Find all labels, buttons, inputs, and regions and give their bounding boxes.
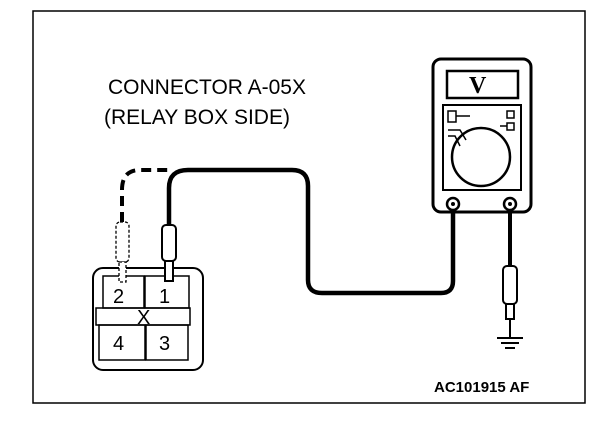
voltmeter-dial	[450, 126, 512, 188]
voltmeter-face	[442, 104, 522, 191]
dashed-probe-pin-2	[115, 168, 170, 283]
pin-label-2: 2	[113, 286, 124, 308]
ground-lead	[502, 210, 518, 338]
voltmeter-icon: V	[431, 57, 533, 214]
reference-code: AC101915 AF	[434, 379, 529, 396]
pin-cell-4	[98, 324, 146, 361]
ground-probe	[502, 265, 518, 305]
connector-caption-line1: CONNECTOR A-05X	[108, 76, 306, 99]
voltmeter-display	[445, 69, 520, 100]
connector-mark: X	[137, 307, 150, 329]
voltmeter-body	[431, 57, 533, 214]
pin-label-3: 3	[159, 333, 170, 355]
voltmeter-unit-v: V	[469, 73, 487, 99]
ground-symbol-icon	[497, 337, 523, 349]
connector-a05x: 2 1 X 4 3	[92, 267, 204, 371]
test-probe-pin-1	[161, 167, 456, 296]
pin-label-4: 4	[113, 333, 124, 355]
diagram-frame	[32, 10, 586, 404]
pin-cell-3	[145, 324, 189, 361]
connector-caption-line2: (RELAY BOX SIDE)	[104, 106, 290, 129]
connector-housing	[92, 267, 204, 371]
pin-label-1: 1	[159, 286, 170, 308]
